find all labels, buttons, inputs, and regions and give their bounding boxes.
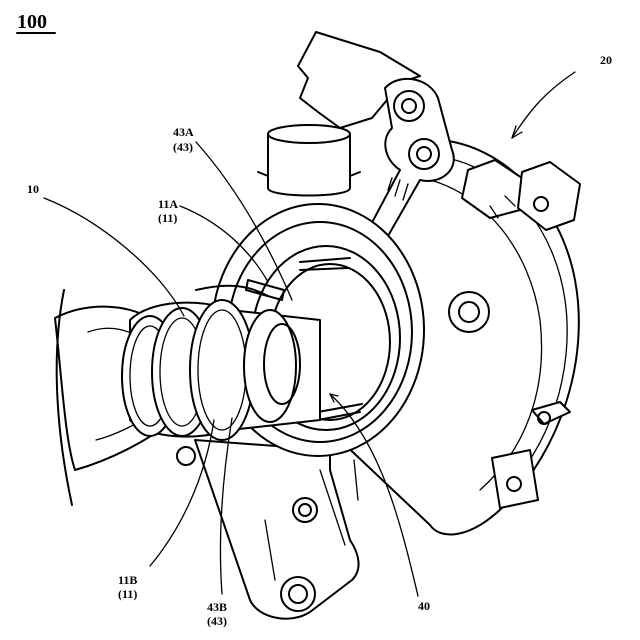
lower-boss <box>492 450 538 508</box>
label-11b-sub: (11) <box>118 587 137 601</box>
flange-plate <box>177 440 359 619</box>
label-43b: 43B <box>207 600 227 614</box>
cylinder-boss <box>258 125 360 196</box>
figure-number: 100 <box>17 11 47 33</box>
label-10: 10 <box>27 182 39 196</box>
flange-hole-left <box>177 447 195 465</box>
label-43b-sub: (43) <box>207 614 227 628</box>
label-11b: 11B <box>118 573 137 587</box>
cylinder-top <box>268 125 350 143</box>
flange-seam <box>354 460 358 500</box>
label-20: 20 <box>600 53 612 67</box>
label-43a: 43A <box>173 125 194 139</box>
label-43a-sub: (43) <box>173 140 193 154</box>
label-11a-sub: (11) <box>158 211 177 225</box>
label-11a: 11A <box>158 197 178 211</box>
flange-body <box>195 440 359 619</box>
label-40: 40 <box>418 599 430 613</box>
leader-20 <box>512 72 575 138</box>
